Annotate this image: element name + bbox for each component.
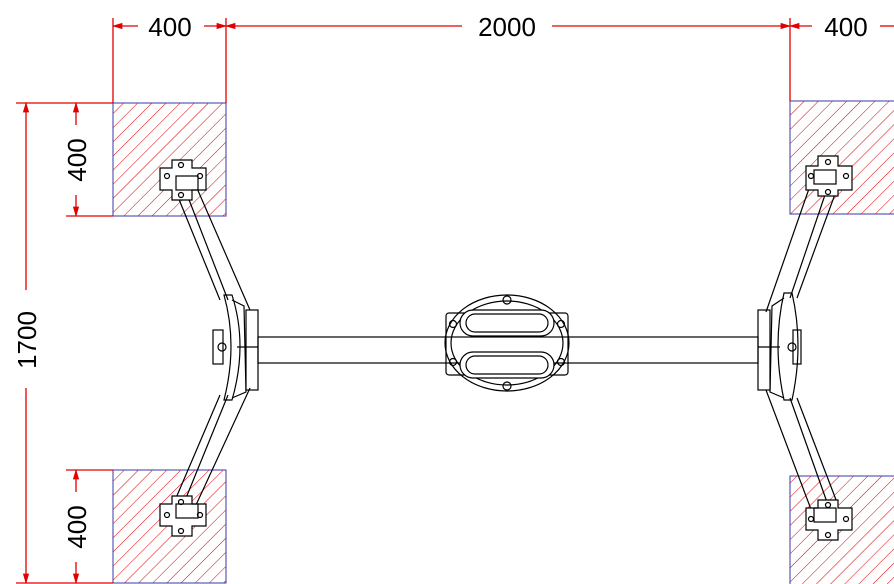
left-arm-upper xyxy=(175,185,251,311)
dim-label-left-total: 1700 xyxy=(12,311,42,369)
lift-pad-top-right xyxy=(805,155,853,197)
right-arm-lower xyxy=(765,389,839,513)
dim-label-left-upper-pad: 400 xyxy=(62,138,92,181)
dimension-left-upper-pad xyxy=(66,101,113,218)
left-arm-lower xyxy=(175,387,251,506)
dim-label-left-lower-pad: 400 xyxy=(62,505,92,548)
dimension-top xyxy=(111,18,894,103)
pad-top-left xyxy=(112,102,227,217)
lift-pad-top-left xyxy=(159,159,207,201)
right-post xyxy=(757,292,802,401)
left-post xyxy=(212,294,259,401)
dim-label-top-left: 400 xyxy=(148,12,191,42)
lift-pad-bottom-right xyxy=(805,499,853,541)
dim-label-top-center: 2000 xyxy=(478,12,536,42)
dimension-left-lower-pad xyxy=(66,468,113,584)
dim-label-top-right: 400 xyxy=(824,12,867,42)
dimension-left-total xyxy=(16,101,113,584)
central-carriage xyxy=(444,294,570,392)
lift-pad-bottom-left xyxy=(159,495,207,537)
right-arm-upper xyxy=(765,179,839,313)
